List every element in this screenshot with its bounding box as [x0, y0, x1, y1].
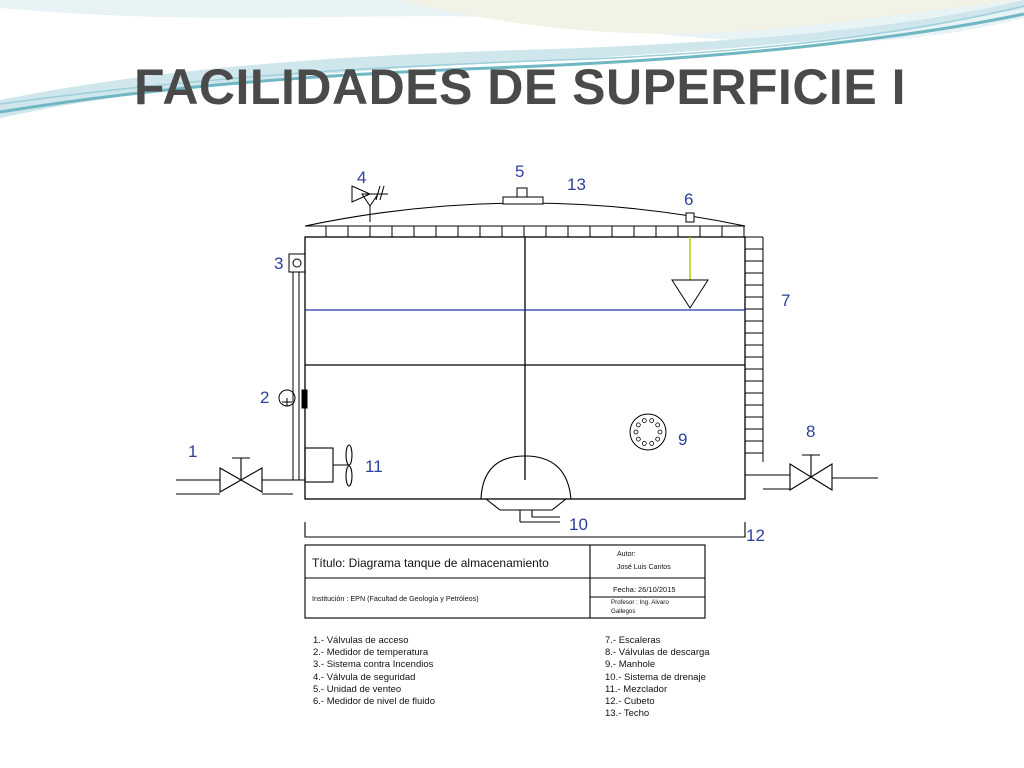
manhole-bolt: [635, 422, 641, 428]
roof-segments: [325, 226, 745, 237]
title-block-institution: Institución : EPN (Facultad de Geología …: [312, 594, 479, 603]
title-block-professor-label: Profesor : Ing. Alvaro: [611, 599, 669, 606]
callout-10: 10: [569, 515, 588, 534]
callout-13: 13: [567, 175, 586, 194]
legend-item: 11.- Mezclador: [605, 684, 667, 695]
level-probe-icon: [671, 212, 709, 309]
manhole-bolt: [649, 440, 655, 446]
legend-item: 6.- Medidor de nivel de fluido: [313, 696, 435, 707]
legend-item: 3.- Sistema contra Incendios: [313, 659, 434, 670]
callout-4: 4: [357, 168, 366, 187]
mixer-icon: [304, 444, 353, 487]
title-block-title: Título: Diagrama tanque de almacenamient…: [312, 556, 549, 570]
legend-item: 5.- Unidad de venteo: [313, 684, 401, 695]
thermometer-icon: [278, 389, 308, 409]
callout-5: 5: [515, 162, 524, 181]
bund-wall: [304, 522, 746, 538]
callout-9: 9: [678, 430, 687, 449]
fire-system-icon: [288, 253, 306, 480]
legend-item: 1.- Válvulas de acceso: [313, 635, 409, 646]
manhole-bolt: [649, 418, 655, 424]
callout-8: 8: [806, 422, 815, 441]
inlet-valve-icon: [176, 457, 305, 495]
manhole-bolt: [655, 422, 661, 428]
tank-roof: [304, 202, 746, 238]
legend-item: 9.- Manhole: [605, 659, 655, 670]
discharge-valve-icon: [745, 454, 878, 491]
callout-7: 7: [781, 291, 790, 310]
callout-12: 12: [746, 526, 765, 545]
legend-item: 12.- Cubeto: [605, 696, 655, 707]
slide-title: FACILIDADES DE SUPERFICIE I: [134, 59, 906, 115]
title-block-author: José Luis Cantos: [617, 564, 671, 571]
callout-2: 2: [260, 388, 269, 407]
safety-valve-icon: [351, 185, 388, 222]
vent-unit-icon: [502, 187, 544, 205]
title-block: [304, 544, 706, 619]
title-block-author-label: Autor:: [617, 551, 636, 558]
legend-item: 13.- Techo: [605, 708, 649, 719]
manhole-bolt: [655, 436, 661, 442]
title-block-professor-name: Gallegos: [611, 608, 635, 615]
callout-11: 11: [365, 457, 383, 476]
stair-rungs: [745, 248, 763, 454]
header-wave-decoration: [0, 0, 1024, 118]
manhole-bolt: [641, 418, 647, 424]
drain-system-icon: [480, 455, 572, 523]
legend-item: 2.- Medidor de temperatura: [313, 647, 429, 658]
callout-3: 3: [274, 254, 283, 273]
legend-item: 4.- Válvula de seguridad: [313, 672, 415, 683]
manhole-bolt: [641, 440, 647, 446]
manhole-bolt: [635, 436, 641, 442]
legend-item: 8.- Válvulas de descarga: [605, 647, 710, 658]
legend-left: 1.- Válvulas de acceso 2.- Medidor de te…: [313, 635, 435, 707]
manhole-bolt: [657, 429, 663, 435]
manhole-icon: [629, 413, 667, 451]
callout-6: 6: [684, 190, 693, 209]
title-block-date: Fecha: 26/10/2015: [613, 585, 676, 594]
stairs: [745, 236, 764, 462]
legend-item: 7.- Escaleras: [605, 635, 661, 646]
legend-right: 7.- Escaleras 8.- Válvulas de descarga 9…: [605, 635, 710, 719]
legend-item: 10.- Sistema de drenaje: [605, 672, 706, 683]
manhole-bolt: [633, 429, 639, 435]
callout-1: 1: [188, 442, 197, 461]
